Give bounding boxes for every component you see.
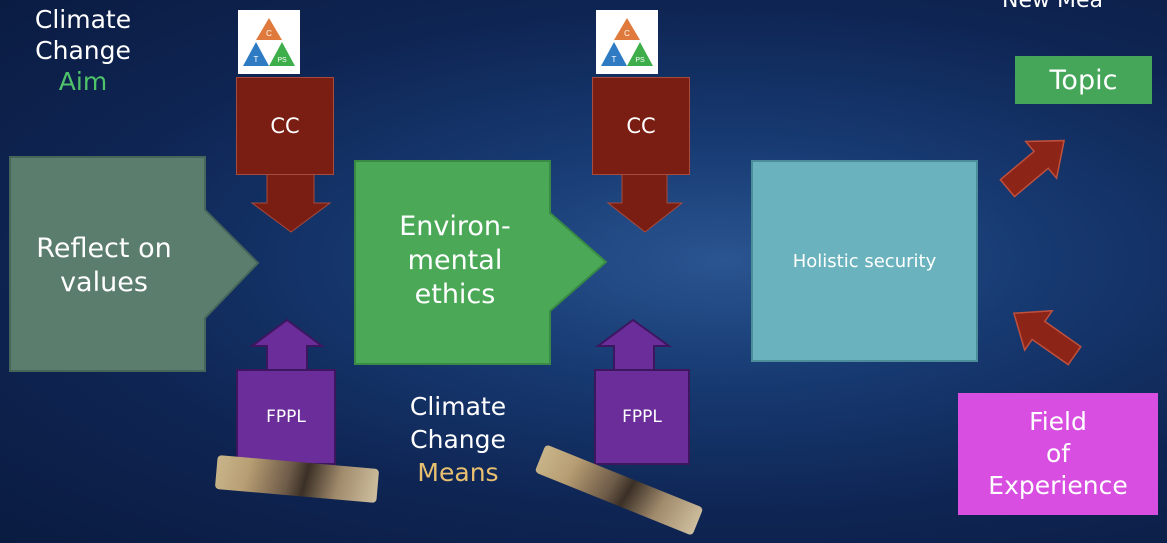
reflect-arrow-shape [9, 156, 260, 372]
cc-down-arrow-right [606, 171, 684, 233]
holistic-label: Holistic security [792, 250, 937, 272]
aim-text: Aim [58, 67, 108, 96]
topic-box: Topic [1015, 56, 1152, 104]
holistic-security-box: Holistic security [751, 160, 978, 362]
ctps-logo-right: C T PS [596, 10, 658, 74]
field-line: Field [1029, 407, 1087, 436]
logo-c: C [266, 29, 272, 38]
cc-down-arrow-left [250, 171, 332, 233]
triangle-logo-icon: C T PS [243, 18, 295, 66]
label-line: Climate [34, 5, 132, 34]
cc-label: CC [626, 114, 656, 138]
arrow-from-field [1012, 309, 1082, 366]
fppl-up-arrow-right [594, 318, 673, 373]
reflect-line: Reflect on [36, 233, 172, 264]
environmental-arrow-shape [354, 160, 608, 365]
env-line: Environ- [399, 211, 511, 242]
env-line: ethics [414, 279, 496, 310]
reflect-on-values-text: Reflect on values [14, 232, 194, 300]
climate-change-aim-label: Climate Change Aim [18, 4, 148, 97]
logo-c: C [624, 29, 630, 38]
logo-t: T [612, 55, 617, 64]
logo-ps: PS [277, 57, 287, 64]
env-line: mental [407, 245, 503, 276]
arrow-to-topic [999, 139, 1066, 198]
environmental-ethics-text: Environ- mental ethics [360, 210, 550, 312]
label-line: Change [410, 425, 506, 454]
ctps-logo-left: C T PS [238, 10, 300, 74]
fppl-up-arrow-left [248, 318, 326, 373]
logo-ps: PS [635, 57, 645, 64]
field-line: of [1045, 439, 1071, 468]
field-of-experience-box: Field of Experience [958, 393, 1158, 515]
cc-box-left: CC [236, 77, 334, 175]
new-means-label: New Mea [1002, 0, 1103, 13]
fppl-label: FPPL [266, 407, 306, 427]
label-line: Change [35, 36, 131, 65]
topic-label: Topic [1049, 64, 1118, 96]
logo-t: T [254, 55, 259, 64]
fppl-label: FPPL [622, 407, 662, 427]
climate-change-means-label: Climate Change Means [388, 390, 528, 489]
field-line: Experience [988, 471, 1128, 500]
triangle-logo-icon: C T PS [601, 18, 653, 66]
fppl-box-right: FPPL [594, 369, 690, 465]
cc-box-right: CC [592, 77, 690, 175]
fppl-box-left: FPPL [236, 369, 336, 465]
cc-label: CC [270, 114, 300, 138]
label-line: Climate [409, 392, 507, 421]
reflect-line: values [60, 267, 148, 298]
means-text: Means [417, 458, 499, 487]
